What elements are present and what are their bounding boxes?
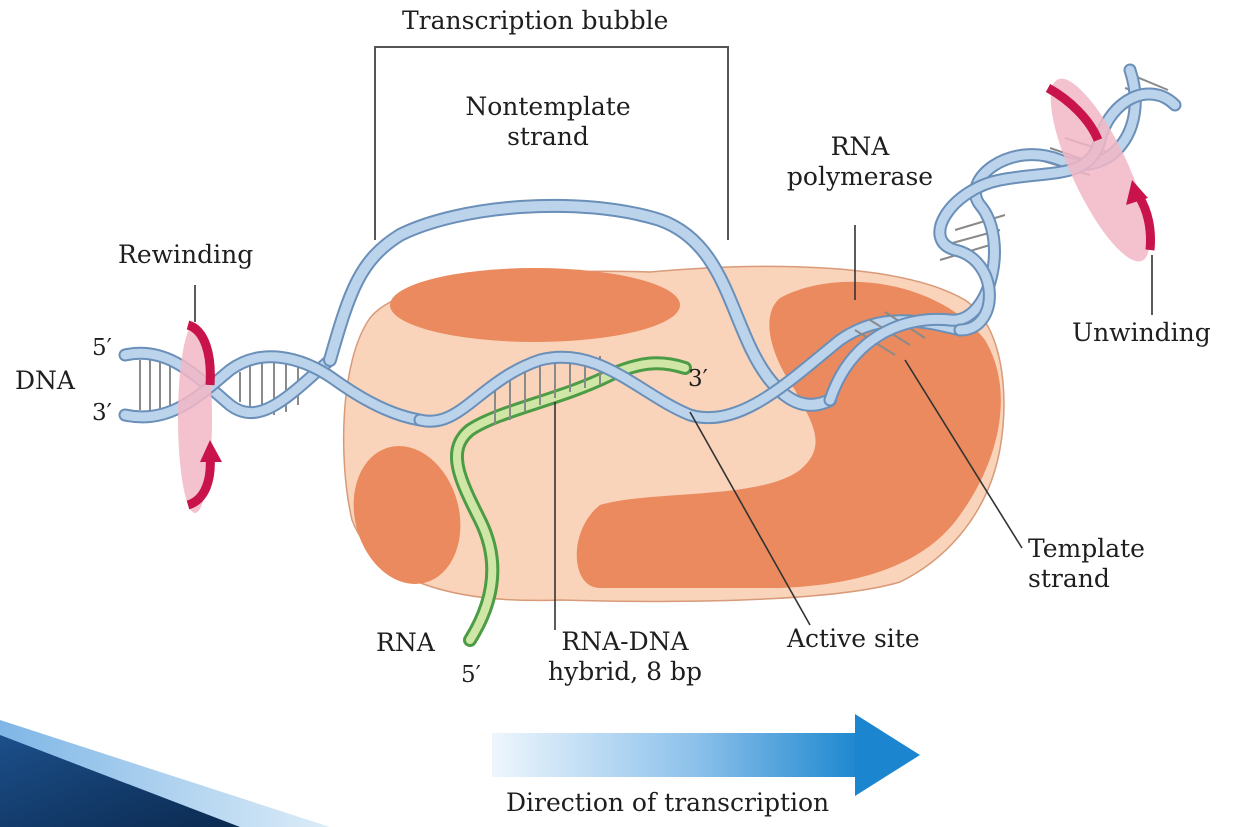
five-prime-top-label: 5′ — [92, 333, 112, 363]
three-prime-rna-label: 3′ — [688, 364, 708, 394]
rewinding-label: Rewinding — [118, 240, 253, 270]
rna-label: RNA — [376, 628, 435, 658]
rewinding-rotation-icon — [178, 323, 222, 513]
slide-corner-decoration — [0, 720, 330, 827]
three-prime-bottom-label: 3′ — [92, 398, 112, 428]
template-strand-label: Template strand — [1028, 534, 1145, 594]
unwinding-label: Unwinding — [1072, 318, 1211, 348]
direction-of-transcription-label: Direction of transcription — [506, 788, 829, 818]
nontemplate-strand-label: Nontemplate strand — [448, 92, 648, 152]
rna-polymerase-label: RNA polymerase — [780, 132, 940, 192]
dna-label: DNA — [15, 366, 75, 396]
rna-dna-hybrid-label: RNA-DNA hybrid, 8 bp — [530, 627, 720, 687]
transcription-bubble-label: Transcription bubble — [402, 6, 668, 36]
active-site-label: Active site — [787, 624, 920, 654]
direction-arrow-icon — [492, 714, 920, 796]
five-prime-rna-label: 5′ — [461, 660, 481, 690]
